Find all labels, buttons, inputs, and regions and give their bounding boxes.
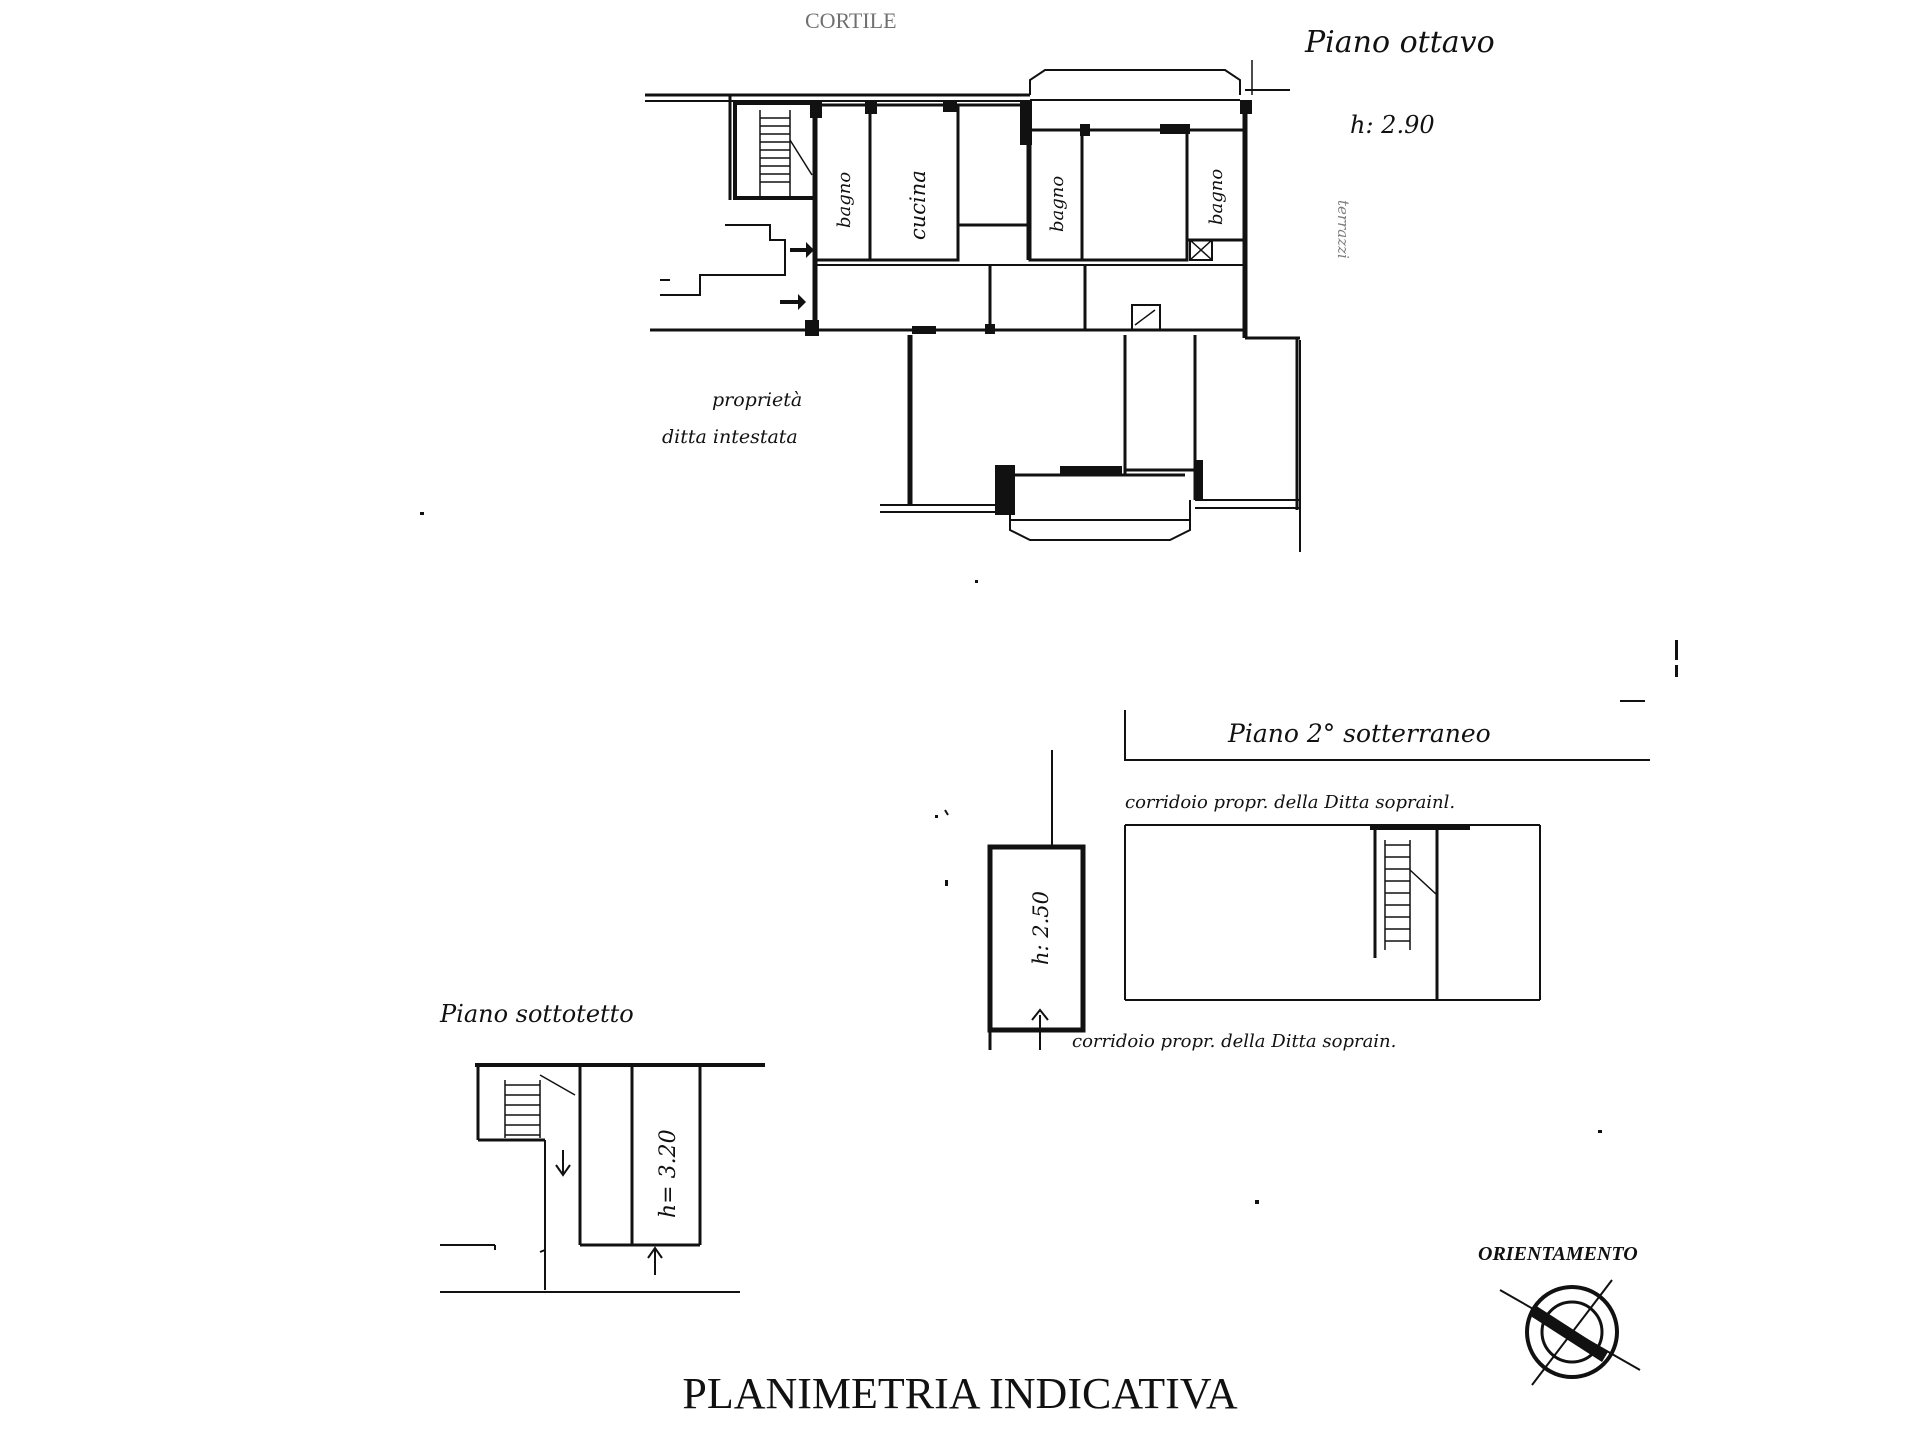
compass-icon (1499, 1279, 1641, 1386)
bathroom-3-label: bagno (1206, 169, 1227, 225)
neighbour-property-line2: ditta intestata (662, 426, 798, 448)
terrace-mark: terrazzi (1334, 200, 1352, 259)
bathroom-2-label: bagno (1047, 176, 1068, 232)
attic-plan: h= 3.20 Piano sottotetto (439, 1000, 765, 1293)
bathroom-1-label: bagno (834, 172, 855, 228)
cellar-height: h: 2.50 (1029, 891, 1053, 965)
corridor-top-label: corridoio propr. della Ditta soprainl. (1125, 792, 1455, 813)
scan-marks (420, 512, 1678, 1204)
attic-height: h= 3.20 (656, 1129, 681, 1218)
neighbour-property-line1: proprietà (712, 389, 802, 411)
drawing-caption: PLANIMETRIA INDICATIVA (682, 1369, 1238, 1418)
courtyard-mark: CORTILE (805, 8, 897, 33)
stair-treads-basement (1384, 840, 1438, 950)
stair-treads-8 (759, 110, 813, 196)
eighth-floor-height: h: 2.90 (1350, 111, 1435, 139)
corridor-bottom-label: corridoio propr. della Ditta soprain. (1072, 1031, 1396, 1052)
basement-title: Piano 2° sotterraneo (1227, 719, 1491, 748)
stair-treads-attic (504, 1074, 576, 1138)
orientation-label: ORIENTAMENTO (1478, 1243, 1638, 1265)
eighth-floor-plan: Piano ottavo h: 2.90 CORTILE terrazzi ba… (645, 8, 1495, 552)
attic-title: Piano sottotetto (439, 1000, 634, 1028)
orientation-block: ORIENTAMENTO (1478, 1243, 1641, 1386)
eighth-floor-title: Piano ottavo (1304, 25, 1495, 60)
basement-plan: h: 2.50 Piano 2° sotterraneo corridoio p… (944, 710, 1650, 1052)
kitchen-label: cucina (906, 170, 930, 240)
